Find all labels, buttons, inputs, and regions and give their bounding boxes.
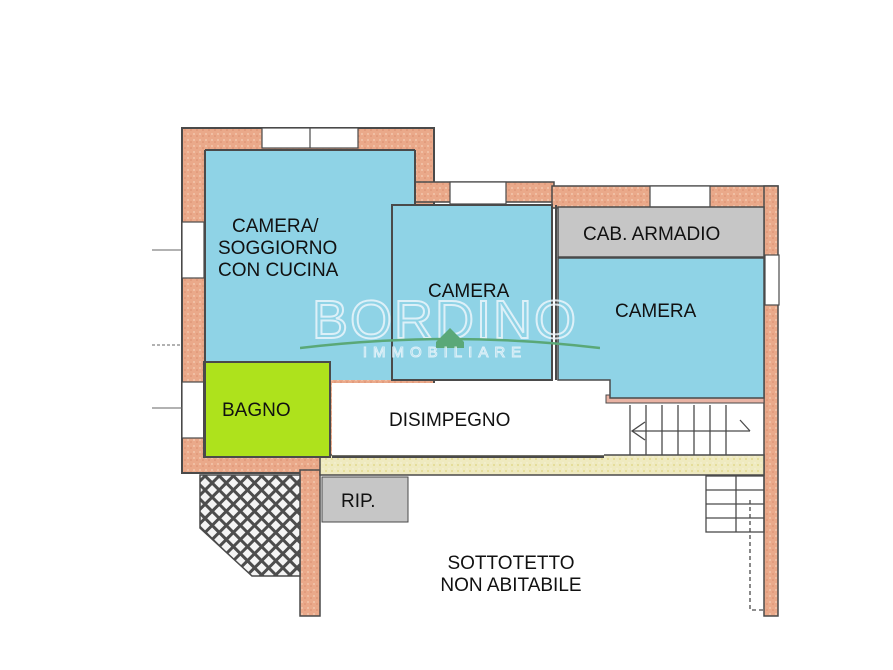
- label-cab-armadio: CAB. ARMADIO: [583, 224, 721, 245]
- label-camera-right: CAMERA: [615, 301, 697, 322]
- interior-walls: [204, 149, 604, 458]
- dimension-marks: [152, 249, 182, 409]
- room-camera-right: [557, 257, 765, 399]
- hatched-terrace: [199, 474, 301, 577]
- label-camera-center: CAMERA: [428, 281, 510, 302]
- room-disimpegno: [332, 383, 604, 455]
- room-camera-center: [391, 204, 553, 381]
- label-rip: RIP.: [341, 491, 376, 512]
- label-disimpegno: DISIMPEGNO: [389, 410, 511, 431]
- stairs: [629, 405, 765, 611]
- room-camera-soggiorno-ext: [330, 205, 392, 380]
- room-rip: [321, 476, 409, 523]
- label-camera-soggiorno: CAMERA/ SOGGIORNO CON CUCINA: [218, 216, 339, 281]
- room-bagno: [203, 361, 331, 458]
- label-bagno: BAGNO: [222, 400, 291, 421]
- windows: [181, 127, 780, 439]
- room-cab-armadio: [557, 206, 765, 258]
- label-sottotetto: SOTTOTETTO NON ABITABILE: [440, 553, 582, 596]
